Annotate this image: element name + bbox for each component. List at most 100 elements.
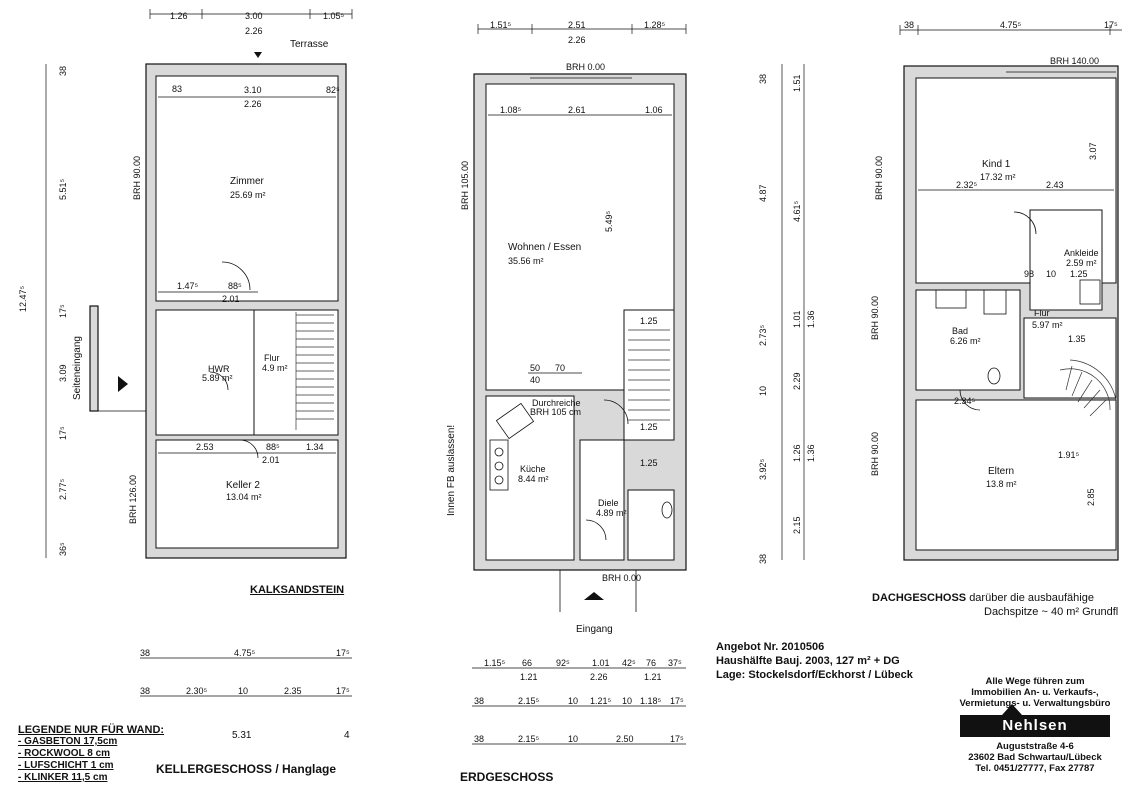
basement-dim-left-1: 12.47⁵ [18, 285, 28, 312]
offer-line-3: Lage: Stockelsdorf/Eckhorst / Lübeck [716, 669, 913, 681]
attic-dim-left-5: 2.73⁵ [758, 324, 768, 346]
offer-line-2: Haushälfte Bauj. 2003, 127 m² + DG [716, 655, 900, 667]
basement-title: KELLERGESCHOSS / Hanglage [156, 762, 337, 776]
basement-dim-inner-11: 2.01 [262, 455, 280, 465]
attic-dim-left-4: 1.51 [792, 74, 802, 92]
company-line-3: Vermietungs- u. Verwaltungsbüro [959, 698, 1111, 709]
attic-dim-inner-7: 2.85 [1086, 488, 1096, 506]
attic-plan: 38 4.75⁵ 17⁵ BRH 140.00 Kind 1 17.32 m² … [758, 20, 1122, 564]
basement-plan: 1.26 3.00 1.05⁵ 2.26 Terrasse [18, 9, 353, 741]
basement-brh-2: BRH 126.00 [128, 475, 138, 524]
ground-bdim-3c: 10 [568, 734, 578, 744]
ground-area-wohnen: 35.56 m² [508, 256, 544, 266]
ground-bdim-3e: 17⁵ [670, 734, 684, 744]
attic-room-flur: Flur [1034, 308, 1050, 318]
ground-bdim-1j: 1.21 [644, 672, 662, 682]
attic-brh-3: BRH 90.00 [870, 296, 880, 340]
ground-bdim-1i: 2.26 [590, 672, 608, 682]
attic-dim-left-2: 4.87 [758, 184, 768, 202]
ground-dim-inner-1: 1.08⁵ [500, 105, 522, 115]
ground-brh-2: BRH 105.00 [460, 161, 470, 210]
ground-bdim-2g: 17⁵ [670, 696, 684, 706]
ground-bdim-2a: 38 [474, 696, 484, 706]
ground-dim-inner-10: 1.25 [640, 458, 658, 468]
ground-dim-top-3: 1.28⁵ [644, 20, 666, 30]
ground-bdim-3a: 38 [474, 734, 484, 744]
attic-brh-4: BRH 90.00 [870, 432, 880, 476]
ground-dim-top-4: 2.26 [568, 35, 586, 45]
attic-area-ankleide: 2.59 m² [1066, 258, 1097, 268]
legend-item: - LUFSCHICHT 1 cm [18, 760, 114, 771]
basement-dim-inner-5: 1.47⁵ [177, 281, 199, 291]
basement-bdim-2b: 2.30⁵ [186, 686, 208, 696]
company-city: 23602 Bad Schwartau/Lübeck [968, 752, 1102, 763]
legend-item: - GASBETON 17,5cm [18, 736, 118, 747]
ground-durchreiche-brh: BRH 105 cm [530, 407, 581, 417]
ground-dim-top-1: 1.51⁵ [490, 20, 512, 30]
company-logo-text: Nehlsen [1002, 717, 1068, 734]
ground-area-kueche: 8.44 m² [518, 474, 549, 484]
wall-legend: LEGENDE NUR FÜR WAND: - GASBETON 17,5cm … [18, 724, 164, 784]
ground-dim-inner-9: 1.25 [640, 422, 658, 432]
basement-dim-inner-2: 3.10 [244, 85, 262, 95]
basement-area-keller: 13.04 m² [226, 492, 262, 502]
ground-bdim-3d: 2.50 [616, 734, 634, 744]
attic-area-flur: 5.97 m² [1032, 320, 1063, 330]
basement-brh-1: BRH 90.00 [132, 156, 142, 200]
ground-dim-inner-5: 50 [530, 363, 540, 373]
attic-subtitle-2: Dachspitze ~ 40 m² Grundfl [984, 606, 1119, 618]
ground-entrance-label: Eingang [576, 624, 613, 635]
basement-dim-inner-4: 2.26 [244, 99, 262, 109]
basement-side-entrance: Seiteneingang [72, 336, 83, 400]
ground-dim-inner-4: 5.49⁵ [604, 210, 614, 232]
ground-room-diele: Diele [598, 498, 619, 508]
basement-material-label: KALKSANDSTEIN [250, 584, 345, 596]
logo-triangle-icon [1002, 704, 1022, 715]
attic-dim-left-14: 38 [758, 554, 768, 564]
basement-bdim-1a: 38 [140, 648, 150, 658]
attic-dim-top-1: 38 [904, 20, 914, 30]
ground-bdim-3b: 2.15⁵ [518, 734, 540, 744]
ground-room-wohnen: Wohnen / Essen [508, 242, 581, 253]
attic-area-kind: 17.32 m² [980, 172, 1016, 182]
attic-title-block: DACHGESCHOSS darüber die ausbaufähige [872, 592, 1094, 604]
basement-bdim-3b: 4 [344, 730, 350, 741]
basement-dim-left-4: 3.09 [58, 364, 68, 382]
company-street: Auguststraße 4-6 [996, 741, 1074, 752]
basement-room-flur: Flur [264, 353, 280, 363]
ground-note: Innen FB auslassen! [446, 425, 457, 516]
basement-dim-top-3: 1.05⁵ [323, 11, 345, 21]
ground-bdim-1f: 76 [646, 658, 656, 668]
basement-terrace-label: Terrasse [290, 39, 329, 50]
basement-bdim-3a: 5.31 [232, 730, 252, 741]
basement-dim-inner-9: 88⁵ [266, 442, 280, 452]
basement-room-zimmer: Zimmer [230, 176, 265, 187]
ground-dim-inner-6: 70 [555, 363, 565, 373]
attic-dim-inner-2: 2.43 [1046, 180, 1064, 190]
ground-area-diele: 4.89 m² [596, 508, 627, 518]
basement-bdim-1b: 4.75⁵ [234, 648, 256, 658]
attic-dim-top-3: 17⁵ [1104, 20, 1118, 30]
ground-bdim-1c: 92⁵ [556, 658, 570, 668]
basement-dim-left-6: 2.77⁵ [58, 478, 68, 500]
company-line-1: Alle Wege führen zum [985, 676, 1085, 687]
basement-room-hwr: HWR [208, 364, 230, 374]
basement-dim-inner-1: 83 [172, 84, 182, 94]
ground-dim-inner-7: 40 [530, 375, 540, 385]
ground-bdim-2f: 1.18⁵ [640, 696, 662, 706]
attic-dim-left-9: 10 [758, 386, 768, 396]
attic-room-eltern: Eltern [988, 466, 1014, 477]
attic-room-ankleide: Ankleide [1064, 248, 1099, 258]
basement-dim-inner-3: 82⁵ [326, 85, 340, 95]
ground-dim-inner-3: 1.06 [645, 105, 663, 115]
ground-brh-1: BRH 0.00 [566, 62, 605, 72]
ground-dim-inner-8: 1.25 [640, 316, 658, 326]
basement-area-hwr: 5.89 m² [202, 373, 233, 383]
basement-bdim-2a: 38 [140, 686, 150, 696]
attic-dim-inner-9: 10 [1046, 269, 1056, 279]
basement-dim-left-7: 36⁵ [58, 542, 68, 556]
ground-brh-3: BRH 0.00 [602, 573, 641, 583]
basement-dim-left-5: 17⁵ [58, 426, 68, 440]
basement-dim-left-8: 38 [58, 66, 68, 76]
basement-dim-left-3: 17⁵ [58, 304, 68, 318]
